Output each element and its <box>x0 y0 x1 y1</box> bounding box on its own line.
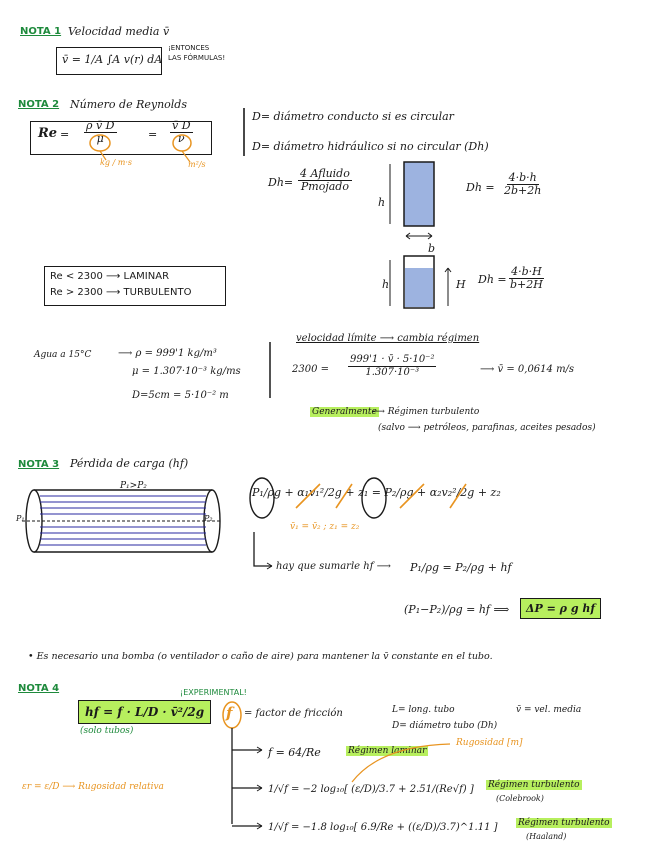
duct-full <box>403 161 435 227</box>
def-d2: D= diámetro hidráulico si no circular (D… <box>252 140 489 153</box>
channel-open <box>403 255 435 309</box>
water-label: Agua a 15°C <box>34 350 92 360</box>
vm-def: v̄ = vel. media <box>516 705 582 715</box>
bernoulli-cond: v̄₁ = v̄₂ ; z₁ = z₂ <box>290 522 360 532</box>
D-def: D= diámetro tubo (Dh) <box>392 721 498 731</box>
experimental: ¡EXPERIMENTAL! <box>180 688 247 697</box>
b-label: b <box>428 242 436 255</box>
d-value: D=5cm = 5·10⁻² m <box>132 390 229 401</box>
dh-open-lhs: Dh = <box>478 273 507 286</box>
f-laminar: f = 64/Re <box>268 746 321 759</box>
mu-value: μ = 1.307·10⁻³ kg/ms <box>132 366 241 377</box>
nu-unit: m²/s <box>188 160 206 169</box>
dh-lhs: Dh= <box>268 176 294 189</box>
bomba-note: • Es necesario una bomba (o ventilador o… <box>28 651 493 662</box>
def-d1: D= diámetro conducto si es circular <box>252 110 454 123</box>
re-num1: ρ v̄ D <box>84 119 117 133</box>
vel-num: 999'1 · v̄ · 5·10⁻² <box>348 354 437 367</box>
turbulent-line: Re > 2300 ⟶ TURBULENTO <box>50 287 192 298</box>
pipe-drawing <box>22 489 221 553</box>
general-highlight: Generalmente <box>310 407 379 417</box>
re-den1: μ <box>96 132 104 145</box>
r-colebrook: Régimen turbulento <box>486 780 582 790</box>
nota3-label: NOTA 3 <box>18 459 60 470</box>
r-haaland: Régimen turbulento <box>516 818 612 828</box>
dh-open-num: 4·b·H <box>509 265 544 279</box>
r-laminar: Régimen laminar <box>346 746 429 756</box>
rho-value: ⟶ ρ = 999'1 kg/m³ <box>118 348 217 359</box>
re-num2: v̄ D <box>170 119 193 133</box>
H-label: H <box>456 278 466 291</box>
nota2-title: Número de Reynolds <box>70 98 187 111</box>
er-def: εr = ε/D ⟶ Rugosidad relativa <box>22 782 164 792</box>
dh-den: Pmojado <box>300 180 349 193</box>
dh-num: 4 Afluido <box>298 167 352 181</box>
f-def: = factor de fricción <box>244 708 343 719</box>
reynolds-box <box>30 121 212 155</box>
f-haaland: 1/√f = −1.8 log₁₀[ 6.9/Re + ((ε/D)/3.7)^… <box>268 822 498 833</box>
r-haaland-sub: (Haaland) <box>526 832 567 841</box>
dp-box: ΔP = ρ g hf <box>520 598 602 619</box>
nota1-title: Velocidad media v̄ <box>68 25 170 38</box>
p1p2-label: P₁>P₂ <box>120 481 147 491</box>
rugosidad: Rugosidad [m] <box>456 738 523 748</box>
vel-den: 1.307·10⁻³ <box>365 367 420 378</box>
eq2: P₁/ρg = P₂/ρg + hf <box>410 561 512 574</box>
re-den2: ν <box>177 132 185 145</box>
nota1-label: NOTA 1 <box>20 26 62 37</box>
p2-label: P₂ <box>204 514 213 523</box>
nota4-label: NOTA 4 <box>18 683 60 694</box>
solo-tubos: (solo tubos) <box>80 726 134 736</box>
p1-label: P₁ <box>16 514 25 523</box>
general-sub: (salvo ⟶ petróleos, parafinas, aceites p… <box>378 423 596 433</box>
f-colebrook: 1/√f = −2 log₁₀[ (ε/D)/3.7 + 2.51/(Re√f)… <box>268 784 474 795</box>
vel-title: velocidad límite ⟶ cambia régimen <box>296 333 480 344</box>
mu-circle <box>89 134 111 152</box>
mu-unit: kg / m·s <box>100 158 132 167</box>
dh-rect-lhs: Dh = <box>466 181 495 194</box>
nota1-formula-box <box>56 47 162 75</box>
h-label: h <box>382 278 390 291</box>
dh-rect-den: 2b+2h <box>504 184 542 197</box>
nota1-aside-1: ¡ENTONCES <box>168 44 210 52</box>
eq3: (P₁−P₂)/ρg = hf ⟹ <box>404 603 510 616</box>
regime-box <box>44 266 226 306</box>
dh-rect-num: 4·b·h <box>506 171 539 185</box>
r-colebrook-sub: (Colebrook) <box>496 794 544 803</box>
laminar-line: Re < 2300 ⟶ LAMINAR <box>50 271 170 282</box>
nota2-label: NOTA 2 <box>18 99 60 110</box>
vel-result: ⟶ v̄ = 0,0614 m/s <box>480 364 575 375</box>
vel-eq-lhs: 2300 = <box>292 364 330 375</box>
nota3-title: Pérdida de carga (hf) <box>70 457 189 470</box>
nota1-aside-2: LAS FÓRMULAS! <box>168 54 226 62</box>
general-rest: ⟶ Régimen turbulento <box>372 407 480 417</box>
hf-box: hf = f · L/D · v̄²/2g <box>78 700 212 724</box>
reynolds-lhs: Re <box>38 126 58 141</box>
dh-open-den: b+2H <box>510 278 543 291</box>
L-def: L= long. tubo <box>392 705 455 715</box>
nu-circle <box>172 134 192 152</box>
dh-small-h: h <box>378 196 386 209</box>
hay-text: hay que sumarle hf ⟶ <box>276 561 391 572</box>
nota1-formula: v̄ = 1/A ∫A v(r) dA <box>62 53 163 66</box>
f-symbol: f <box>226 704 233 722</box>
